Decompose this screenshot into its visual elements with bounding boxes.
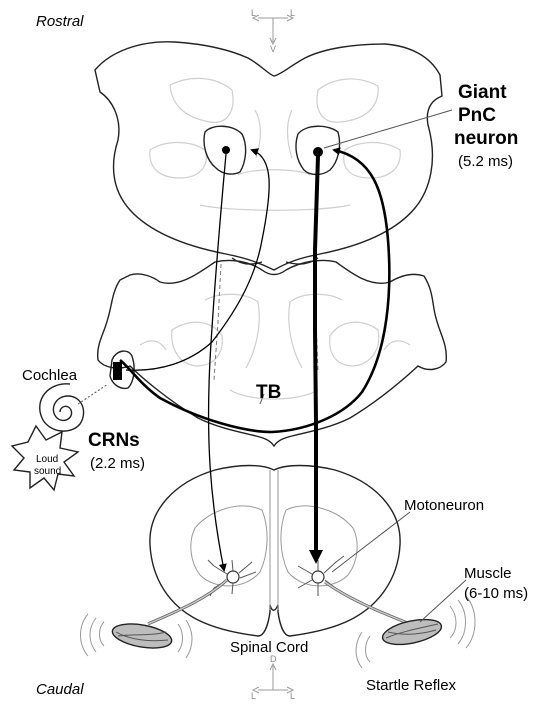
- cochlea-spiral: [40, 384, 108, 431]
- spinal-cord-label: Spinal Cord: [230, 639, 308, 656]
- cochlea-label: Cochlea: [22, 367, 78, 384]
- compass-bottom: D L L: [251, 654, 295, 701]
- giant-pointer: [324, 110, 452, 148]
- compass-top-down: V: [270, 44, 276, 54]
- rostral-label: Rostral: [36, 13, 84, 30]
- compass-bottom-left: L: [251, 691, 256, 701]
- compass-bottom-right: L: [290, 691, 295, 701]
- compass-top-left: L: [251, 8, 256, 18]
- pons-section: [95, 42, 442, 270]
- startle-reflex-label: Startle Reflex: [366, 677, 457, 694]
- medulla-section: [98, 258, 447, 446]
- muscle-left: [111, 620, 174, 652]
- motoneuron-pointer: [332, 512, 410, 572]
- spinal-cord-section: [150, 466, 400, 637]
- tb-label: TB: [256, 382, 281, 403]
- pnc-neuron-left: [222, 146, 230, 154]
- crns-time: (2.2 ms): [90, 455, 145, 472]
- giant-label-line1: Giant: [458, 82, 507, 103]
- caudal-label: Caudal: [36, 681, 84, 698]
- motoneuron-label: Motoneuron: [404, 497, 484, 514]
- loud-sound-line1: Loud: [36, 454, 58, 465]
- giant-time: (5.2 ms): [458, 153, 513, 170]
- giant-label-line3: neuron: [454, 128, 518, 149]
- giant-label-line2: PnC: [458, 105, 496, 126]
- muscle-time: (6-10 ms): [464, 585, 528, 602]
- muscle-right: [380, 615, 443, 649]
- muscle-label: Muscle: [464, 565, 512, 582]
- compass-top: L L V: [251, 8, 295, 54]
- compass-top-right: L: [290, 8, 295, 18]
- loud-sound-line2: sound: [34, 466, 61, 477]
- pnc-neuron-right: [313, 147, 323, 157]
- crns-label: CRNs: [88, 430, 140, 451]
